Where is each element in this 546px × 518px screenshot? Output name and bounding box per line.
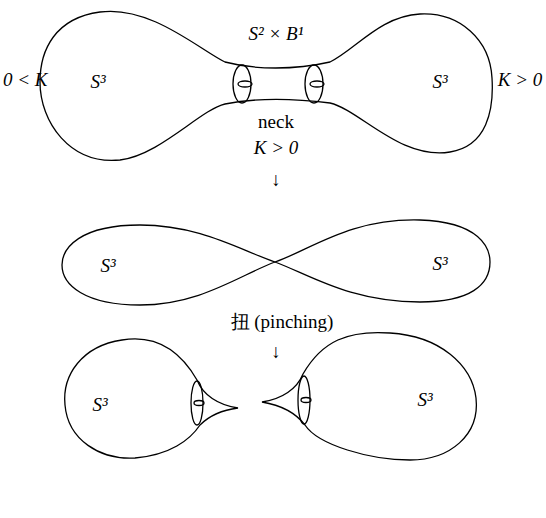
cap-cross-section xyxy=(298,376,310,424)
sphere-label: S³ xyxy=(432,72,447,93)
neck-cross-section xyxy=(233,65,251,103)
arrow-symbol: ↓ xyxy=(271,342,281,363)
pinched-surface xyxy=(275,220,490,302)
sphere-label: S³ xyxy=(100,256,115,277)
sphere-label: S³ xyxy=(432,254,447,275)
neck-cross-section xyxy=(305,65,323,103)
neck-cross-section xyxy=(310,81,324,87)
neck-cross-section xyxy=(238,81,252,87)
curvature-label: K > 0 xyxy=(254,138,299,159)
process-label: 扭 (pinching) xyxy=(231,312,334,333)
separated-surface xyxy=(262,333,476,460)
sphere-label: S³ xyxy=(90,72,105,93)
arrow-symbol: ↓ xyxy=(271,170,281,191)
separated-surface xyxy=(65,339,238,458)
dumbbell-surface xyxy=(40,11,492,160)
cap-cross-section xyxy=(194,401,204,406)
neck-label: neck xyxy=(258,112,294,133)
pinched-surface xyxy=(62,225,275,305)
sphere-label: S³ xyxy=(92,395,107,416)
sphere-label: S³ xyxy=(417,390,432,411)
cap-cross-section xyxy=(191,381,203,425)
cap-cross-section xyxy=(301,398,311,403)
curvature-label: 0 < K xyxy=(3,70,48,91)
neck-space-label: S² × B¹ xyxy=(249,24,304,45)
curvature-label: K > 0 xyxy=(498,70,543,91)
